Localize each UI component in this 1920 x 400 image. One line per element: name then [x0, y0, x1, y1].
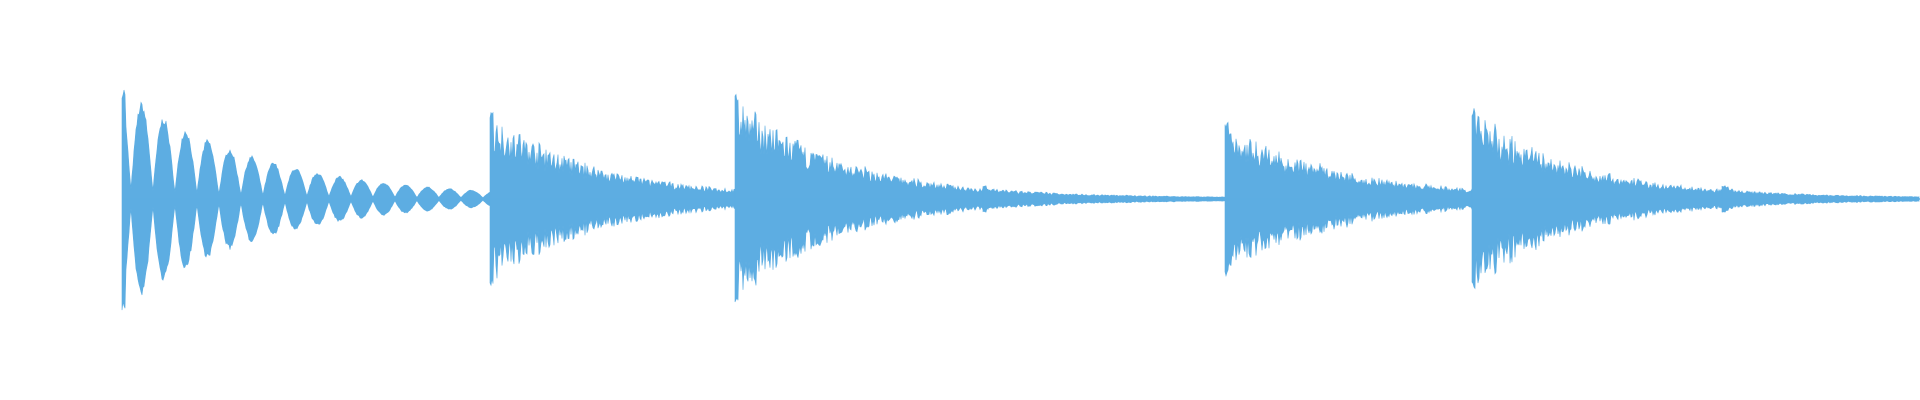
waveform-event-1	[121, 89, 491, 311]
